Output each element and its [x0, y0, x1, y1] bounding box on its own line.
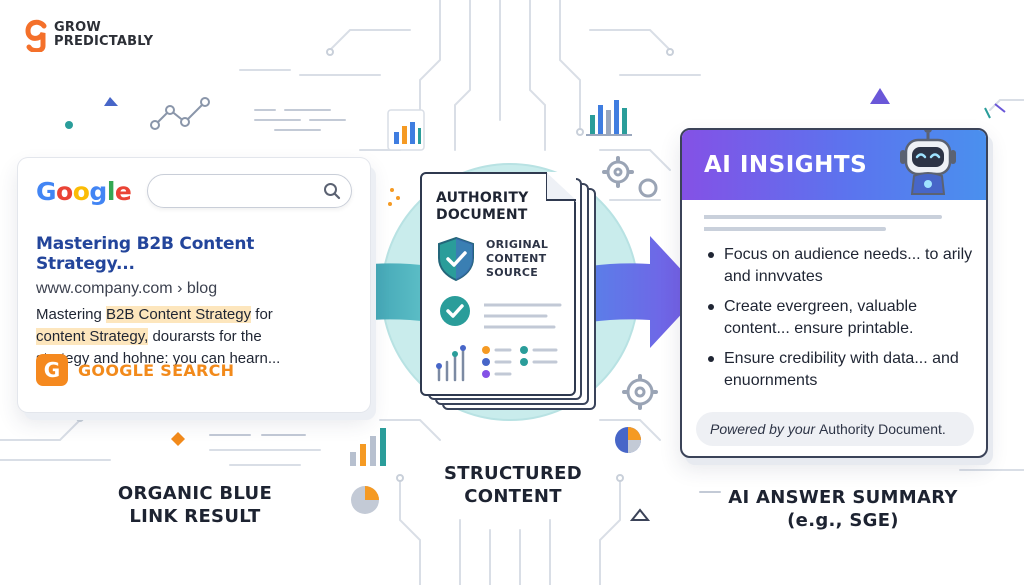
snippet-highlight: content Strategy,: [36, 328, 149, 345]
snippet-text: for: [251, 306, 273, 323]
organic-label-line-2: LINK RESULT: [129, 506, 261, 527]
authority-document: AUTHORITY DOCUMENT ORIGINAL CONTENT SOUR…: [420, 172, 600, 410]
structured-label-line-2: CONTENT: [464, 486, 562, 507]
powered-by-text: Powered by your: [710, 421, 816, 437]
google-result-card: Google Mastering B2B Content Strategy...…: [18, 158, 370, 412]
google-search-label: GOOGLE SEARCH: [78, 360, 235, 380]
result-snippet: Mastering B2B Content Strategy for conte…: [36, 304, 352, 370]
robot-icon: [900, 130, 956, 195]
google-logo-letter: e: [114, 176, 132, 206]
ai-insights-title: AI INSIGHTS: [704, 152, 868, 178]
ai-summary-label: AI ANSWER SUMMARY (e.g., SGE): [718, 486, 968, 532]
brand-line-1: GROW: [54, 20, 101, 35]
google-logo-letter: o: [72, 176, 90, 206]
brand-name: GROW PREDICTABLY: [54, 21, 153, 49]
page-fold-icon: [546, 172, 576, 202]
structured-content-label: STRUCTURED CONTENT: [428, 462, 598, 508]
ai-insight-item: Ensure credibility with data... and enuo…: [704, 348, 974, 392]
document-front-page: AUTHORITY DOCUMENT ORIGINAL CONTENT SOUR…: [420, 172, 576, 396]
google-logo-letter: G: [36, 176, 57, 206]
shield-check-icon: [438, 236, 474, 282]
google-logo-letter: g: [89, 176, 107, 206]
original-content-source: ORIGINAL CONTENT SOURCE: [486, 238, 548, 280]
ai-label-line-2: (e.g., SGE): [787, 510, 899, 531]
snippet-text: dourarsts for the: [148, 328, 262, 345]
document-title: AUTHORITY DOCUMENT: [436, 190, 528, 224]
source-line-3: SOURCE: [486, 266, 539, 279]
snippet-text: strategy and hohne: you can hearn...: [36, 350, 281, 367]
google-logo: Google: [36, 176, 132, 206]
search-icon[interactable]: [323, 182, 341, 200]
check-circle-icon: [440, 296, 470, 326]
ai-label-line-1: AI ANSWER SUMMARY: [728, 487, 958, 508]
document-title-line-1: AUTHORITY: [436, 190, 529, 206]
brand-line-2: PREDICTABLY: [54, 34, 154, 49]
organic-result-label: ORGANIC BLUE LINK RESULT: [110, 482, 280, 528]
source-line-1: ORIGINAL: [486, 238, 549, 251]
ai-insights-list: Focus on audience needs... to arily and …: [704, 244, 974, 400]
structured-label-line-1: STRUCTURED: [444, 463, 582, 484]
google-search-badge: G GOOGLE SEARCH: [36, 354, 234, 386]
document-title-line-2: DOCUMENT: [436, 207, 528, 223]
source-line-2: CONTENT: [486, 252, 547, 265]
snippet-highlight: B2B Content Strategy: [106, 306, 252, 323]
result-title-link[interactable]: Mastering B2B Content Strategy...: [36, 234, 255, 274]
ai-insight-item: Create evergreen, valuable content... en…: [704, 296, 974, 340]
data-stats-icon: [436, 345, 558, 382]
text-lines-icon: [484, 303, 562, 329]
organic-label-line-1: ORGANIC BLUE: [117, 483, 273, 504]
placeholder-lines-icon: [704, 215, 942, 231]
ai-insights-card: AI INSIGHTS Focus on audience needs... t…: [680, 128, 988, 458]
ai-insight-item: Focus on audience needs... to arily and …: [704, 244, 974, 288]
search-input[interactable]: [147, 174, 352, 208]
powered-by-bar: Powered by your Authority Document.: [696, 412, 974, 446]
powered-by-source: Authority Document.: [818, 421, 946, 437]
google-logo-letter: o: [56, 176, 73, 206]
snippet-text: Mastering: [36, 306, 107, 323]
google-logo-letter: l: [106, 176, 116, 206]
google-g-icon: G: [36, 354, 68, 386]
brand-logo: GROW PREDICTABLY: [24, 18, 153, 52]
brand-mark-icon: [25, 19, 47, 52]
result-url: www.company.com › blog: [36, 280, 218, 297]
